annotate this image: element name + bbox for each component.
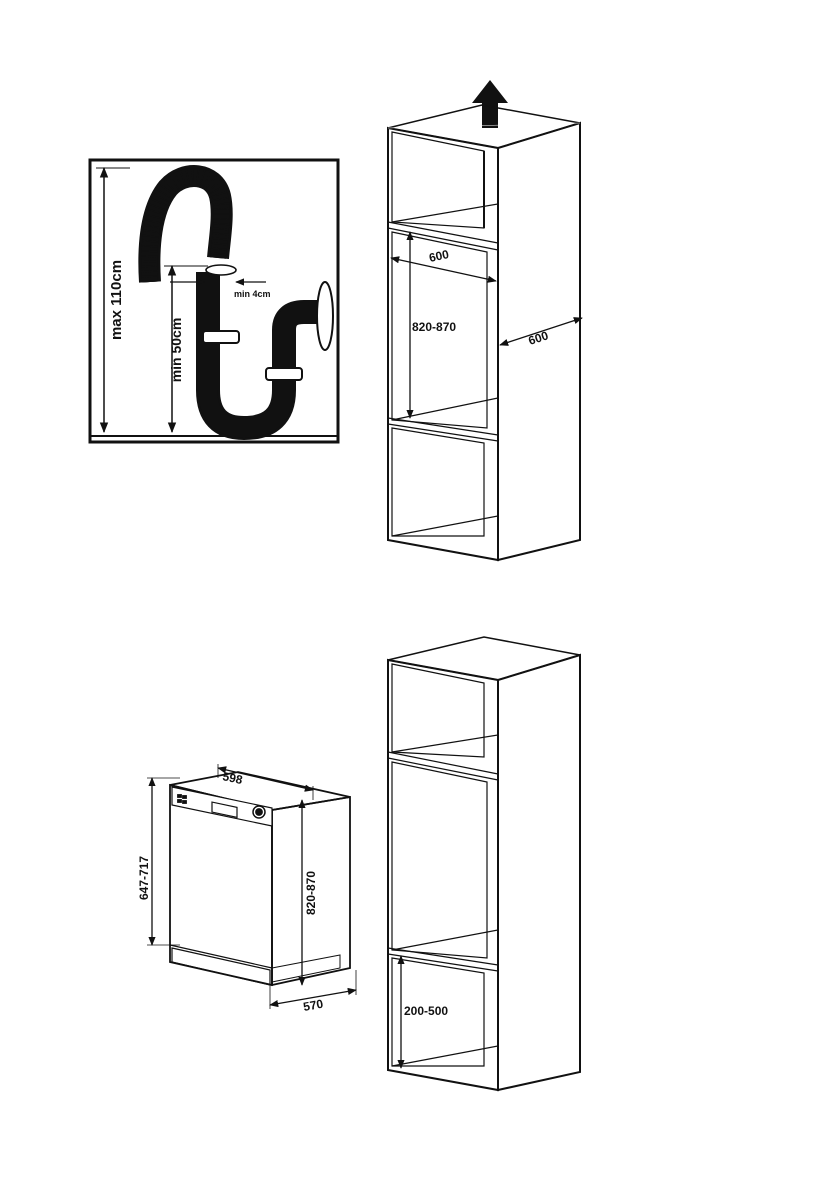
dishwasher-height-label: 820-870 [304, 871, 318, 915]
dishwasher-body [170, 772, 350, 985]
dishwasher-width-label: 598 [221, 769, 244, 787]
dishwasher-panel-height-label: 647-717 [137, 856, 151, 900]
cabinet-bottom-outline [388, 637, 580, 1090]
dishwasher-depth-label: 570 [302, 997, 324, 1014]
dishwasher: 598 647-717 820-870 570 [137, 764, 356, 1014]
cabinet-top: 600 820-870 600 [388, 80, 582, 560]
cabinet-bottom: 200-500 [388, 637, 580, 1090]
ventilation-arrow-up-icon [472, 80, 508, 128]
plinth-height-label: 200-500 [404, 1004, 448, 1018]
cabinet-depth-label: 600 [527, 328, 551, 348]
drain-hose-panel: max 110cm min 50cm min 4cm [90, 160, 338, 442]
min-height-label: min 50cm [168, 318, 184, 383]
cabinet-height-label: 820-870 [412, 320, 456, 334]
cabinet-width-label: 600 [428, 247, 451, 265]
pipe-diameter-label: min 4cm [234, 289, 271, 299]
max-height-label: max 110cm [108, 260, 125, 340]
